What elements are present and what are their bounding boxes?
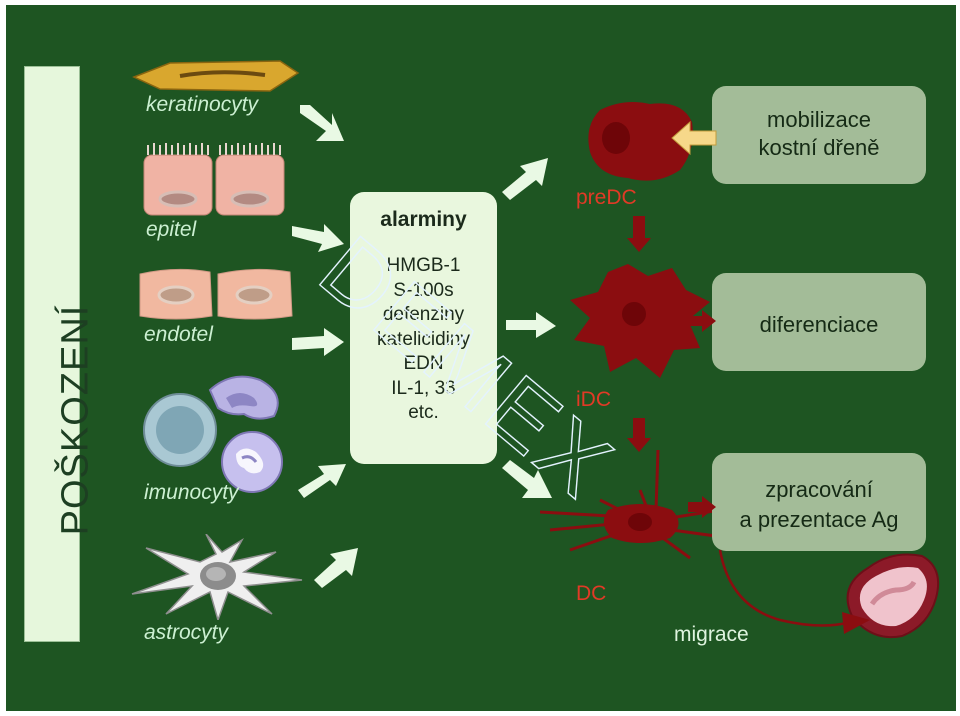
alarmin-item: S-100s <box>393 279 454 301</box>
endothelial-cells-icon <box>139 268 293 320</box>
arrow-up-right-icon <box>298 464 346 498</box>
arrow-right-icon <box>300 105 344 141</box>
mobilizace-line1: mobilizace <box>767 107 871 132</box>
keratinocyte-cell-icon <box>132 60 300 92</box>
arrow-up-right-icon <box>314 548 358 588</box>
diferenciace-text: diferenciace <box>759 312 879 337</box>
endotel-label: endotel <box>144 323 213 346</box>
arrow-down-icon <box>627 418 651 452</box>
predc-label: preDC <box>576 186 637 209</box>
imunocyty-label: imunocyty <box>144 481 239 504</box>
arrow-up-right-icon <box>502 158 548 200</box>
predc-cell-icon <box>588 102 693 181</box>
epitel-label: epitel <box>146 218 197 241</box>
dc-cell-icon <box>540 450 731 560</box>
migrace-label: migrace <box>674 623 749 646</box>
alarmin-item: etc. <box>408 402 439 423</box>
idc-cell-icon <box>570 264 710 378</box>
astrocyty-label: astrocyty <box>144 621 229 644</box>
alarmin-item: defenziny <box>382 304 465 325</box>
damage-bar: POŠKOZENÍ <box>24 66 97 642</box>
keratinocyty-label: keratinocyty <box>146 93 259 116</box>
idc-label: iDC <box>576 388 611 411</box>
alarmin-item: EDN <box>403 353 444 374</box>
lymph-node-icon <box>846 553 940 638</box>
damage-label: POŠKOZENÍ <box>54 304 97 536</box>
arrow-right-icon <box>688 310 716 332</box>
arrow-down-icon <box>627 216 651 252</box>
alarmin-item: katelicidiny <box>377 328 470 350</box>
arrow-right-icon <box>292 328 344 356</box>
arrow-left-icon <box>671 120 717 156</box>
alarmin-item: IL-1, 33 <box>391 377 456 399</box>
immune-cells-icon <box>143 375 283 493</box>
zpracovani-line1: zpracování <box>765 477 873 502</box>
arrow-right-icon <box>506 312 556 338</box>
arrow-right-icon <box>292 224 344 252</box>
zpracovani-line2: a prezentace Ag <box>739 507 899 532</box>
astrocyte-cell-icon <box>131 534 303 620</box>
dc-label: DC <box>576 582 607 605</box>
alarmins-list: HMGB-1 S-100s defenziny katelicidiny EDN… <box>350 254 497 426</box>
zpracovani-box: zpracování a prezentace Ag <box>712 453 926 551</box>
alarmins-title: alarminy <box>380 208 467 231</box>
diferenciace-box: diferenciace <box>712 273 926 371</box>
epithelial-cells-icon <box>143 143 285 216</box>
mobilizace-line2: kostní dřeně <box>758 135 880 160</box>
arrow-down-right-icon <box>502 460 552 498</box>
alarmin-item: HMGB-1 <box>386 255 461 276</box>
arrow-right-icon <box>688 496 716 518</box>
migration-arrow-icon <box>718 549 870 634</box>
alarmins-box: alarminy HMGB-1 S-100s defenziny katelic… <box>350 192 497 464</box>
mobilizace-box: mobilizace kostní dřeně <box>712 86 926 184</box>
